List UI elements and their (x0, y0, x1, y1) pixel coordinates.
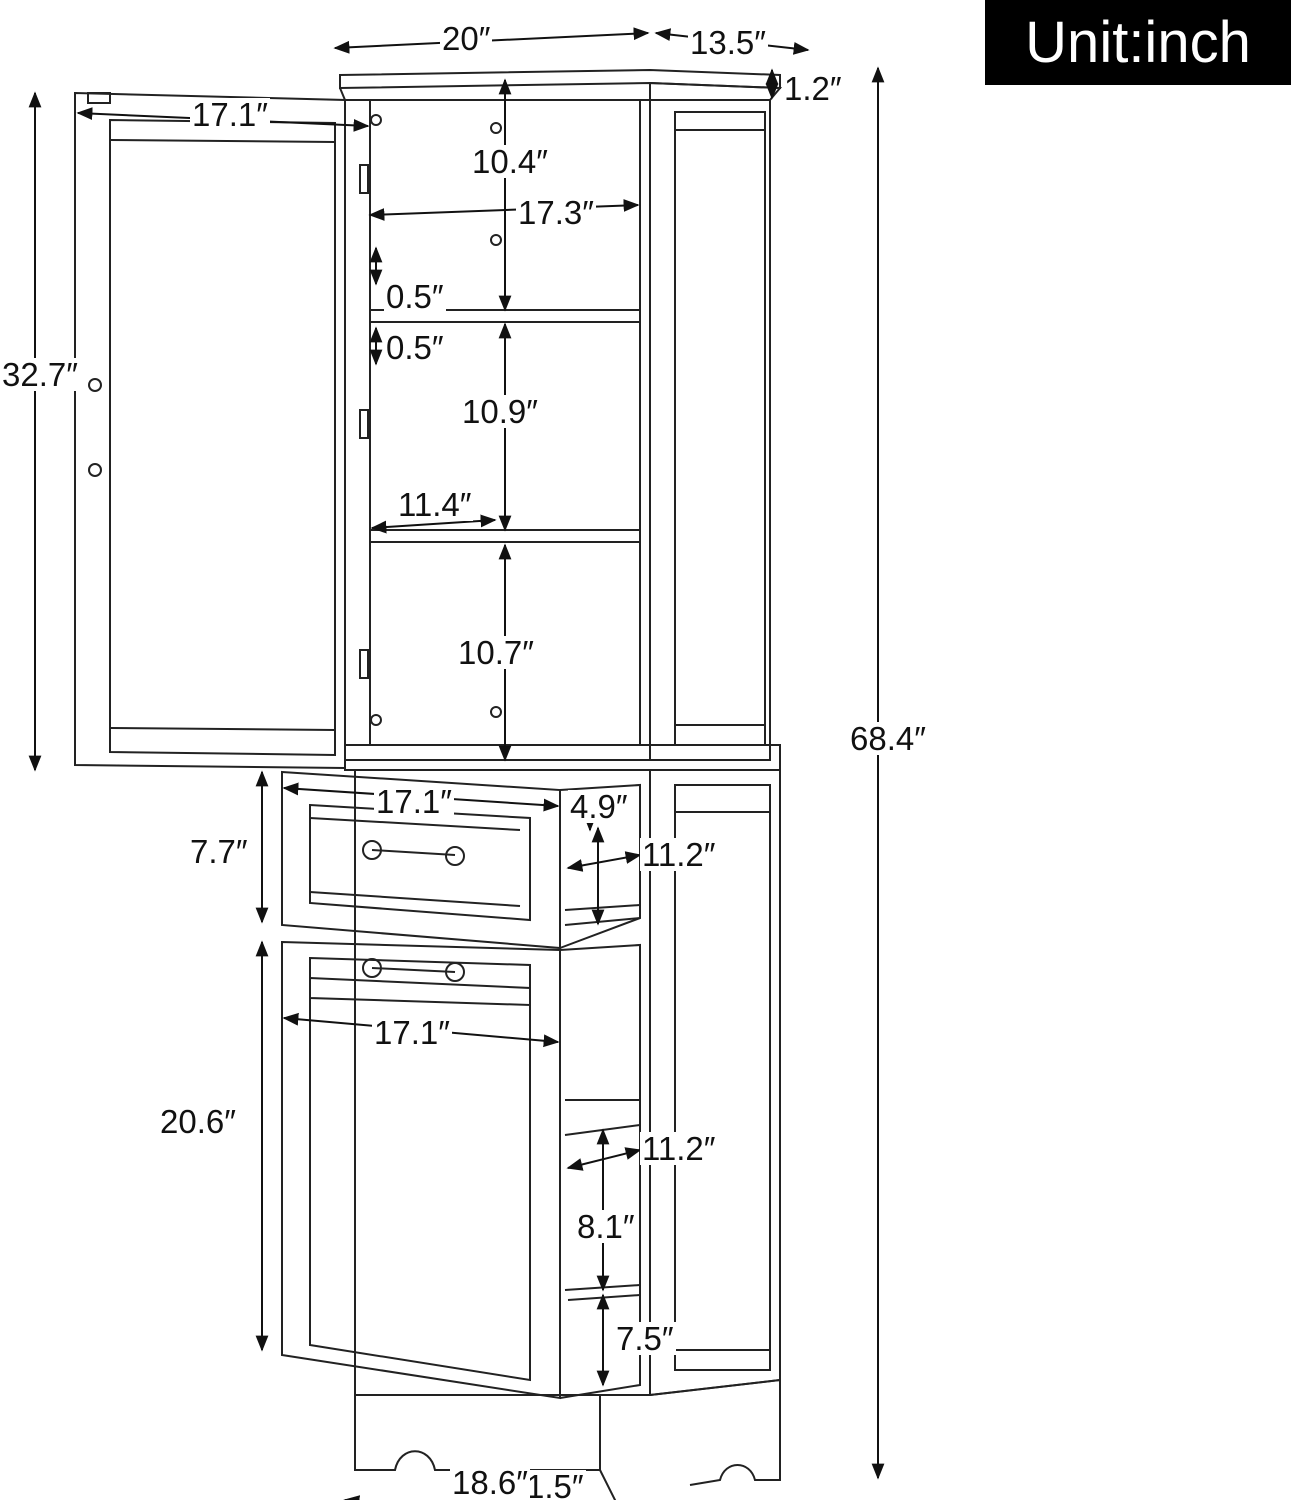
dim-interior-width: 17.3″ (516, 194, 596, 231)
upper-carcass (344, 100, 651, 761)
dim-drawer-front-height: 7.7″ (188, 833, 250, 870)
dim-base-width: 18.6″ (450, 1464, 530, 1501)
shelf (369, 529, 641, 543)
unit-badge: Unit:inch (985, 0, 1291, 85)
dim-shelf2-height: 10.9″ (460, 393, 540, 430)
dim-drawer-depth: 11.2″ (640, 836, 718, 873)
door-panel-frame (109, 118, 336, 757)
door-hinge (87, 92, 111, 104)
bin-handle (362, 958, 465, 982)
door-hinge-hole (88, 463, 102, 477)
dim-bin-height: 20.6″ (158, 1103, 238, 1140)
cabinet-base (354, 1395, 601, 1471)
dim-shelf-thickness-a: 0.5″ (384, 278, 446, 315)
cabinet-outline (74, 68, 783, 1500)
dim-bin-upper-height: 8.1″ (575, 1208, 637, 1245)
bin-front (281, 940, 561, 1400)
dim-shelf1-height: 10.4″ (470, 143, 550, 180)
dim-base-clearance: 1.5″ (524, 1468, 586, 1505)
lower-carcass (354, 770, 651, 1396)
dim-bin-width: 17.1″ (372, 1014, 452, 1051)
dim-shelf-depth: 11.4″ (396, 486, 474, 523)
dim-top-depth: 13.5″ (688, 24, 768, 61)
shelf (369, 309, 641, 323)
dim-top-width: 20″ (440, 20, 493, 57)
dim-shelf3-height: 10.7″ (456, 634, 536, 671)
dim-total-height: 68.4″ (848, 720, 928, 757)
drawer-handle (362, 840, 465, 866)
dim-shelf-thickness-b: 0.5″ (384, 329, 446, 366)
dim-drawer-inner-height: 4.9″ (568, 788, 630, 825)
dim-door-width: 17.1″ (190, 96, 270, 133)
dim-drawer-width: 17.1″ (374, 783, 454, 820)
dim-bin-lower-height: 7.5″ (614, 1320, 676, 1357)
dim-bin-depth: 11.2″ (640, 1130, 718, 1167)
dim-door-height: 32.7″ (0, 356, 80, 393)
door-hinge-hole (88, 378, 102, 392)
open-door (74, 91, 346, 770)
dim-top-thickness: 1.2″ (782, 70, 844, 107)
